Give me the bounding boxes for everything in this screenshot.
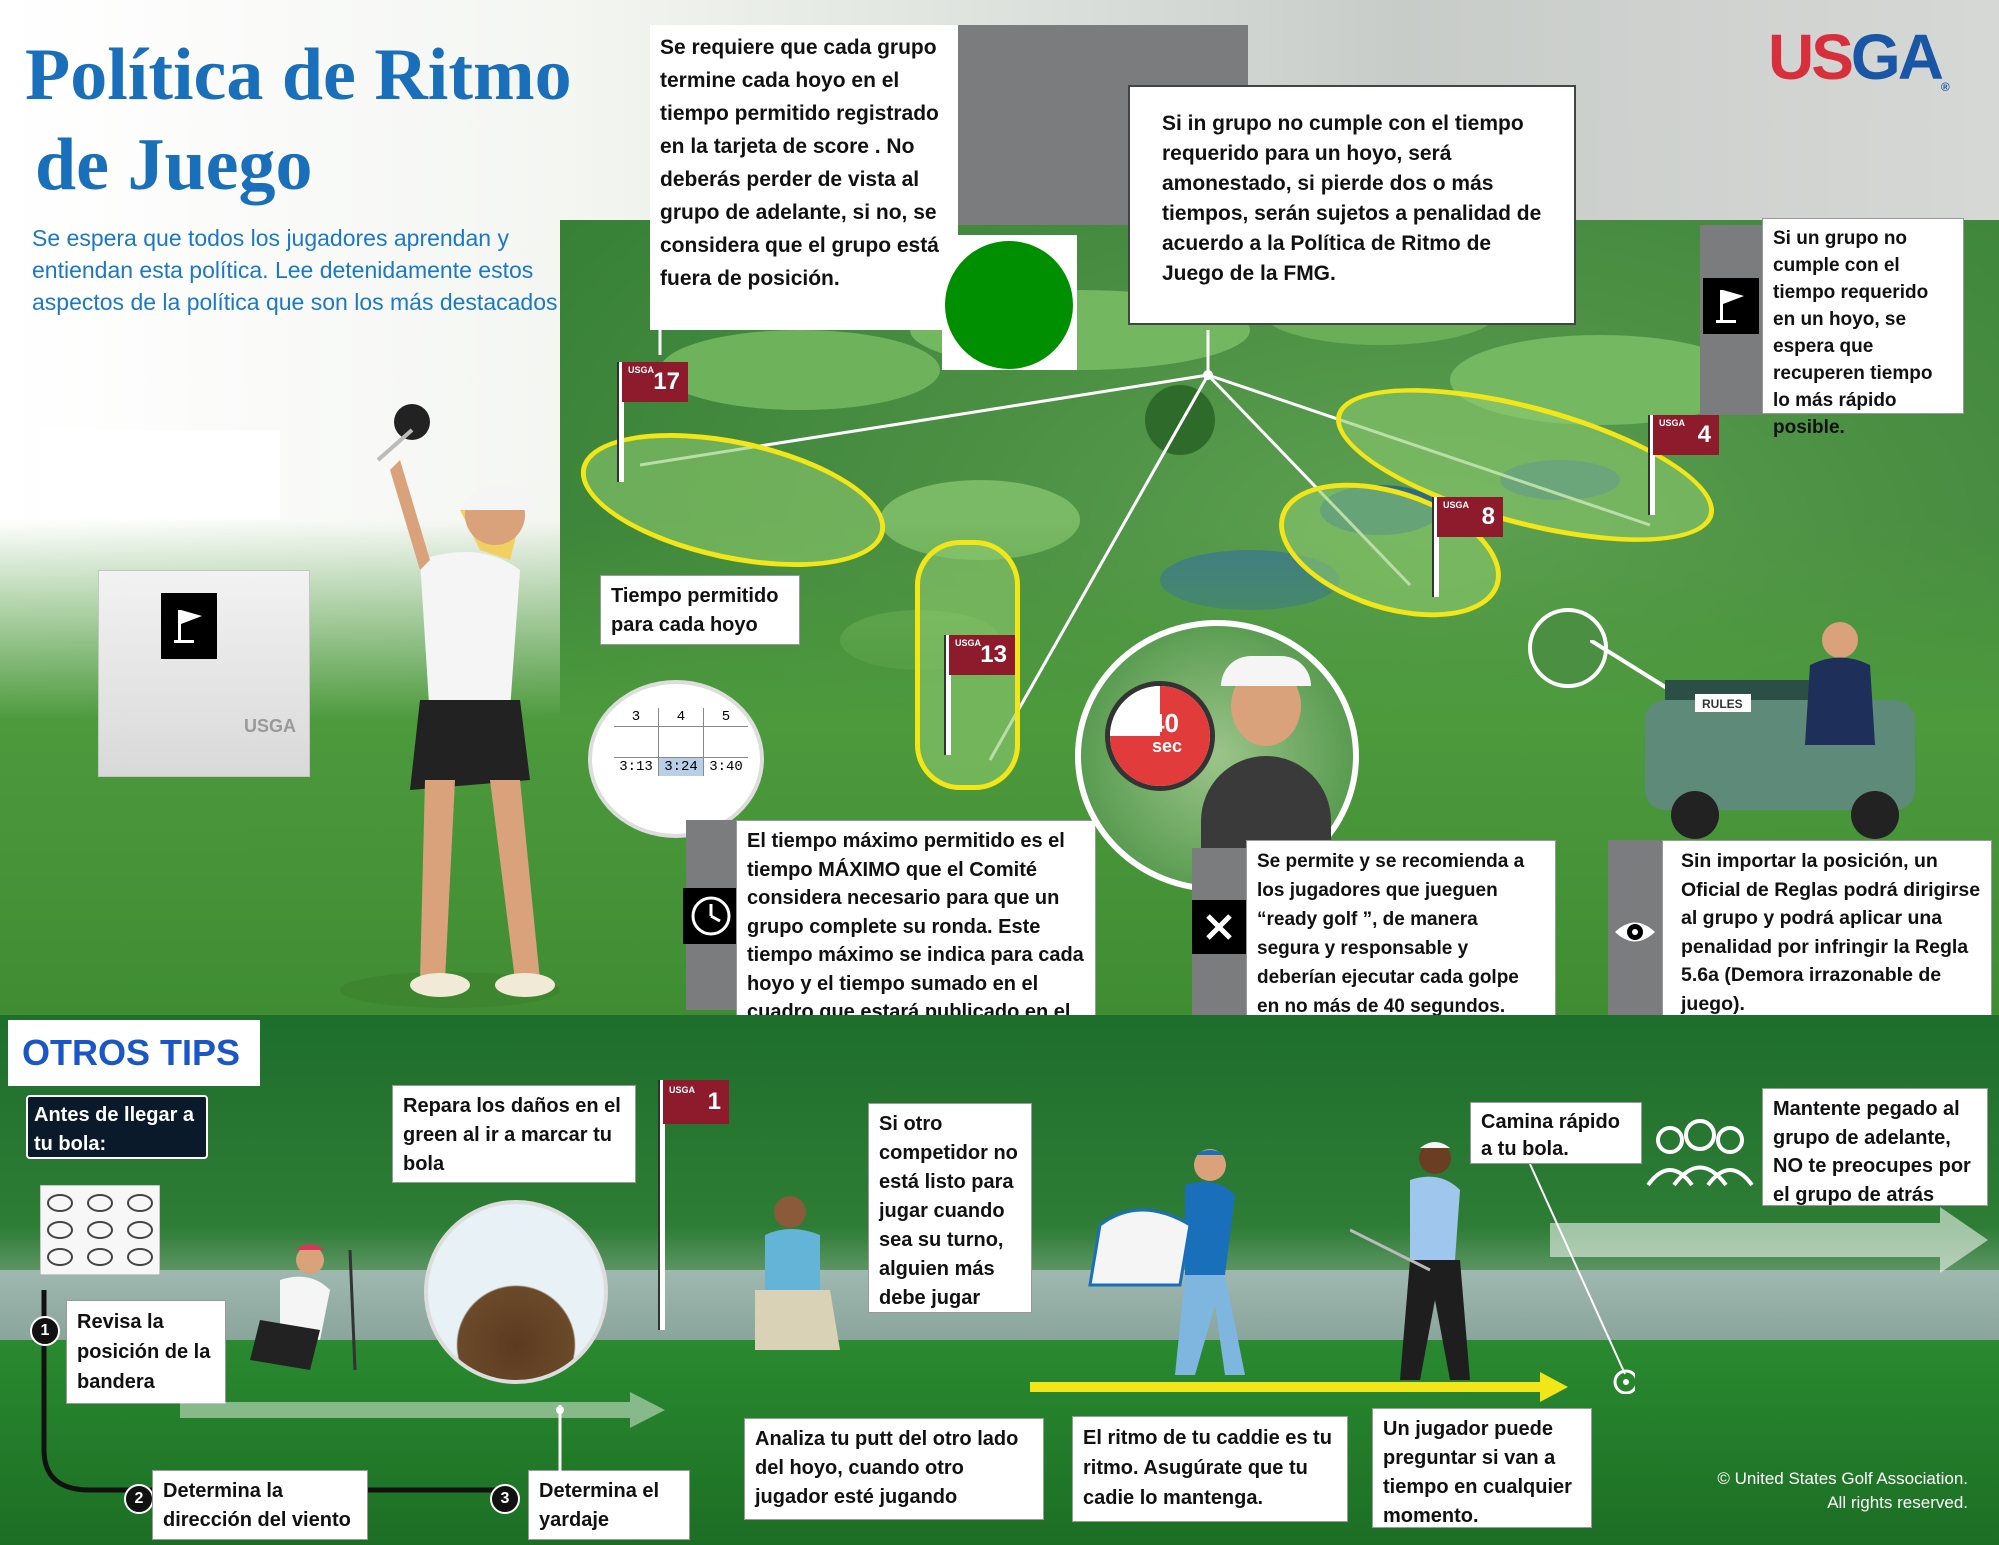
yellow-arrow <box>1030 1372 1568 1402</box>
scorecard-header: 3 <box>614 708 659 727</box>
walking-player-illustration <box>1350 1142 1470 1380</box>
callout-recover: Si un grupo no cumple con el tiempo requ… <box>1762 218 1964 438</box>
rules-cart-illustration: RULES <box>1645 622 1915 839</box>
walk-fast-connector <box>1529 1164 1635 1394</box>
flag-icon <box>1703 278 1759 334</box>
tip-repair-green: Repara los daños en el green al ir a mar… <box>392 1085 636 1183</box>
step-number-2: 2 <box>124 1484 154 1514</box>
scorecard-value: 3:13 <box>614 757 659 776</box>
light-arrow-right <box>1550 1207 1988 1273</box>
cart-zoom-circle <box>1528 608 1608 688</box>
logo-ga: GA <box>1850 21 1944 93</box>
player-cap <box>1221 656 1311 686</box>
blank-panel <box>40 430 280 520</box>
scorecard-header: 4 <box>658 708 704 727</box>
tip-walk-fast: Camina rápido a tu bola. <box>1470 1102 1642 1164</box>
caddie-illustration <box>1088 1149 1245 1375</box>
green-dot <box>945 241 1073 369</box>
kneeling-player-illustration <box>250 1244 357 1371</box>
scorecard-header-row: 3 4 5 <box>614 708 748 727</box>
tip-caddie-pace: El ritmo de tu caddie es tu ritmo. Asugú… <box>1072 1416 1348 1522</box>
copyright-line-1: © United States Golf Association. <box>1717 1469 1968 1488</box>
clock-icon <box>683 888 739 944</box>
callout-ready-golf: Se permite y se recomienda a los jugador… <box>1246 840 1556 1020</box>
tip-keep-up: Mantente pegado al grupo de adelante, NO… <box>1762 1088 1988 1206</box>
logo-us: US <box>1768 21 1854 93</box>
callout-max-time: El tiempo máximo permitido es el tiempo … <box>736 820 1096 1088</box>
tee-sign: USGA <box>98 570 310 777</box>
scorecard-table: 3 4 5 3:13 3:24 3:40 <box>614 708 748 776</box>
tip-ask-time: Un jugador puede preguntar si van a tiem… <box>1372 1408 1592 1528</box>
zoom-connector <box>1590 640 1672 692</box>
crouching-player-illustration <box>755 1196 840 1350</box>
before-ball-label: Antes de llegar a tu bola: <box>26 1095 208 1159</box>
green-dot-panel <box>942 235 1077 370</box>
intro-text: Se espera que todos los jugadores aprend… <box>32 225 558 315</box>
time-per-hole-label: Tiempo permitido para cada hoyo <box>600 575 800 645</box>
tip-flag-position: Revisa la posición de la bandera <box>66 1300 226 1404</box>
callout-warning: Si in grupo no cumple con el tiempo requ… <box>1128 85 1576 325</box>
stopwatch-icon: 40 sec <box>1105 681 1215 791</box>
scorecard-value: 3:24 <box>658 757 704 776</box>
callout-position: Se requiere que cada grupo termine cada … <box>650 25 958 330</box>
eye-icon <box>1608 905 1662 959</box>
step-number-1: 1 <box>30 1316 60 1346</box>
tip-yardage: Determina el yardaje <box>528 1470 690 1540</box>
close-icon <box>1192 900 1246 954</box>
title-line-2: de Juego <box>35 124 313 206</box>
timer-value: 40 <box>1150 708 1179 738</box>
tip-wind-direction: Determina la dirección del viento <box>152 1470 368 1540</box>
repair-zoom <box>424 1200 608 1384</box>
copyright-line-2: All rights reserved. <box>1827 1493 1968 1512</box>
step-number-3: 3 <box>490 1484 520 1514</box>
scorecard-values-row: 3:13 3:24 3:40 <box>614 757 748 776</box>
title-line-1: Política de Ritmo <box>25 34 572 116</box>
logo-registered: ® <box>1940 80 1950 94</box>
scorecard-value: 3:40 <box>703 757 748 776</box>
group-icon <box>1640 1115 1760 1195</box>
page-title: Política de Ritmo de Juego <box>25 30 572 210</box>
cart-rules-sign: RULES <box>1702 697 1743 711</box>
steps-path <box>41 1290 510 1493</box>
golfer-illustration <box>340 404 560 1008</box>
flag-icon <box>161 593 217 659</box>
tee-sign-logo: USGA <box>244 716 297 736</box>
connector-line <box>556 1405 564 1475</box>
usga-logo: USGA® <box>1768 20 1950 94</box>
timer-unit: sec <box>1152 736 1183 756</box>
yardage-book-illustration <box>40 1185 160 1275</box>
tip-analyze-putt: Analiza tu putt del otro lado del hoyo, … <box>744 1418 1044 1520</box>
scorecard-zoom: 3 4 5 3:13 3:24 3:40 <box>588 680 764 838</box>
scorecard-header: 5 <box>703 708 748 727</box>
light-arrow <box>180 1392 665 1428</box>
otros-tips-heading: OTROS TIPS <box>8 1020 260 1086</box>
copyright: © United States Golf Association. All ri… <box>1712 1467 1968 1515</box>
tip-other-not-ready: Si otro competidor no está listo para ju… <box>868 1103 1032 1313</box>
